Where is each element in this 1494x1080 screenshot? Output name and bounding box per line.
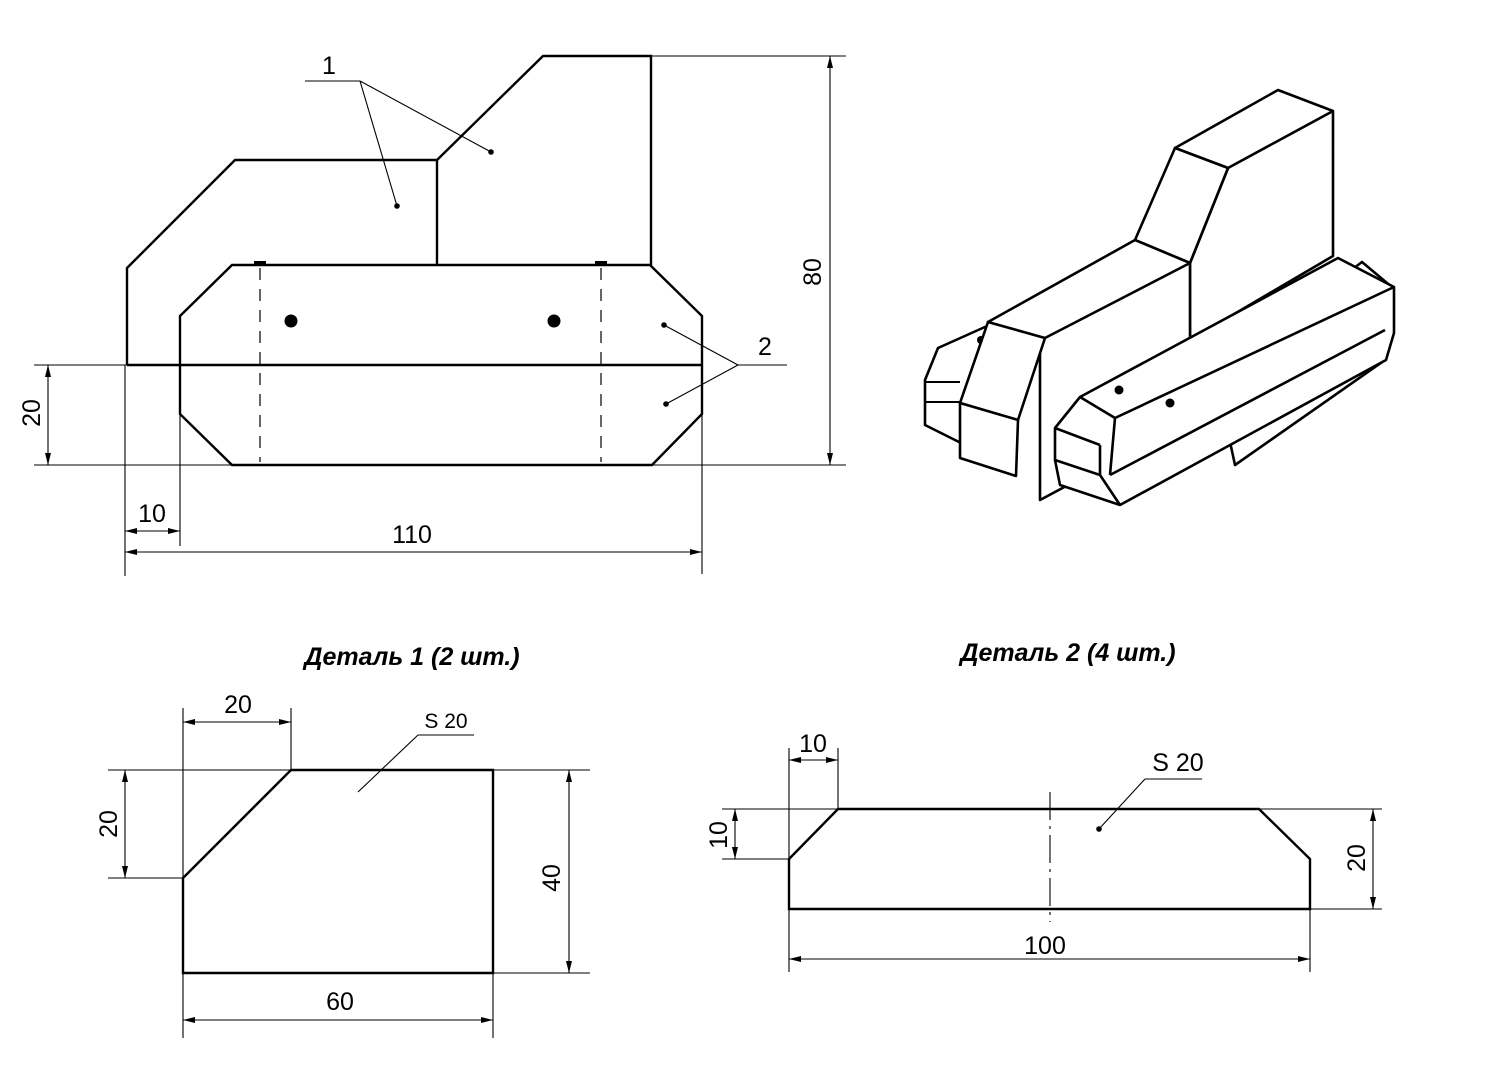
callout-1-label: 1 (322, 52, 336, 80)
part-2-dim-chamfer-w: 10 (799, 730, 827, 758)
cab-outline (125, 54, 653, 365)
part-1-dim-height: 40 (538, 864, 566, 892)
axle-hole-right (547, 314, 561, 328)
part-1-dim-width: 60 (326, 988, 354, 1016)
part-2-material: S 20 (1152, 749, 1203, 777)
assembly-side-view: 1 2 80 20 10 110 (18, 52, 846, 576)
part-1-material: S 20 (424, 710, 467, 733)
axle-hole-left (284, 314, 298, 328)
callout-2-label: 2 (758, 333, 772, 361)
part-2-drawing: Деталь 2 (4 шт.) S 20 10 10 20 100 (705, 639, 1382, 972)
part-2-title: Деталь 2 (4 шт.) (958, 639, 1175, 667)
assembly-isometric-view (923, 88, 1396, 507)
part-2-dim-height: 20 (1343, 844, 1371, 872)
part-1-drawing: Деталь 1 (2 шт.) S 20 20 20 40 60 (95, 643, 590, 1038)
dim-length-110: 110 (392, 521, 432, 549)
part-2-dim-chamfer-h: 10 (705, 821, 733, 849)
dim-height-80: 80 (799, 258, 827, 286)
axle-mark-left (254, 261, 266, 266)
axle-mark-right (595, 261, 607, 266)
part-1-outline (181, 768, 495, 975)
part-1-dim-chamfer-h: 20 (95, 810, 123, 838)
part-1-title: Деталь 1 (2 шт.) (302, 643, 519, 671)
part-2-dim-length: 100 (1024, 932, 1066, 960)
part-1-dim-chamfer-w: 20 (224, 691, 252, 719)
dim-offset-10: 10 (138, 500, 166, 528)
dim-track-height-20: 20 (18, 399, 46, 427)
